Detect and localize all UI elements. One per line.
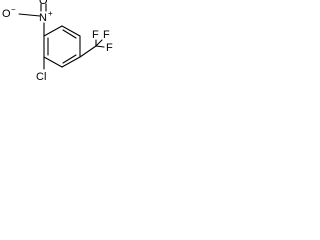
fluorine-atom-right: F [106,42,113,54]
chemical-structure-diagram: O − N + O Cl F F F [2,0,113,83]
nitro-oxygen-top: O [39,0,48,7]
ring-bond-c1-c2 [43,25,63,37]
bond-cf3-to-fluorine-top-right [95,39,103,47]
ring-bond-c5-c6 [43,56,63,68]
ring-bond-c4-c5-inner [62,54,77,64]
chlorine-atom: Cl [36,71,46,83]
benzene-ring [43,25,81,68]
ring-bond-c2-c3 [61,25,81,37]
nitro-oxygen-charge: − [11,5,16,14]
nitro-oxygen-left: O [2,8,11,20]
bond-nitrogen-to-oxygen-left [18,13,41,17]
fluorine-atom-top-left: F [92,29,99,41]
nitro-group: O − N + O [2,0,53,37]
ring-bond-c2-c3-inner [62,29,77,39]
nitro-nitrogen-charge: + [48,9,53,18]
ring-bond-c4-c5 [61,56,81,68]
chloro-group: Cl [36,56,46,83]
fluorine-atom-top-right: F [103,29,110,41]
bond-cf3-to-fluorine-right [95,45,105,48]
trifluoromethyl-group: F F F [79,29,113,58]
nitro-nitrogen: N [39,12,47,24]
bond-ring-to-cf3-carbon [79,45,97,58]
